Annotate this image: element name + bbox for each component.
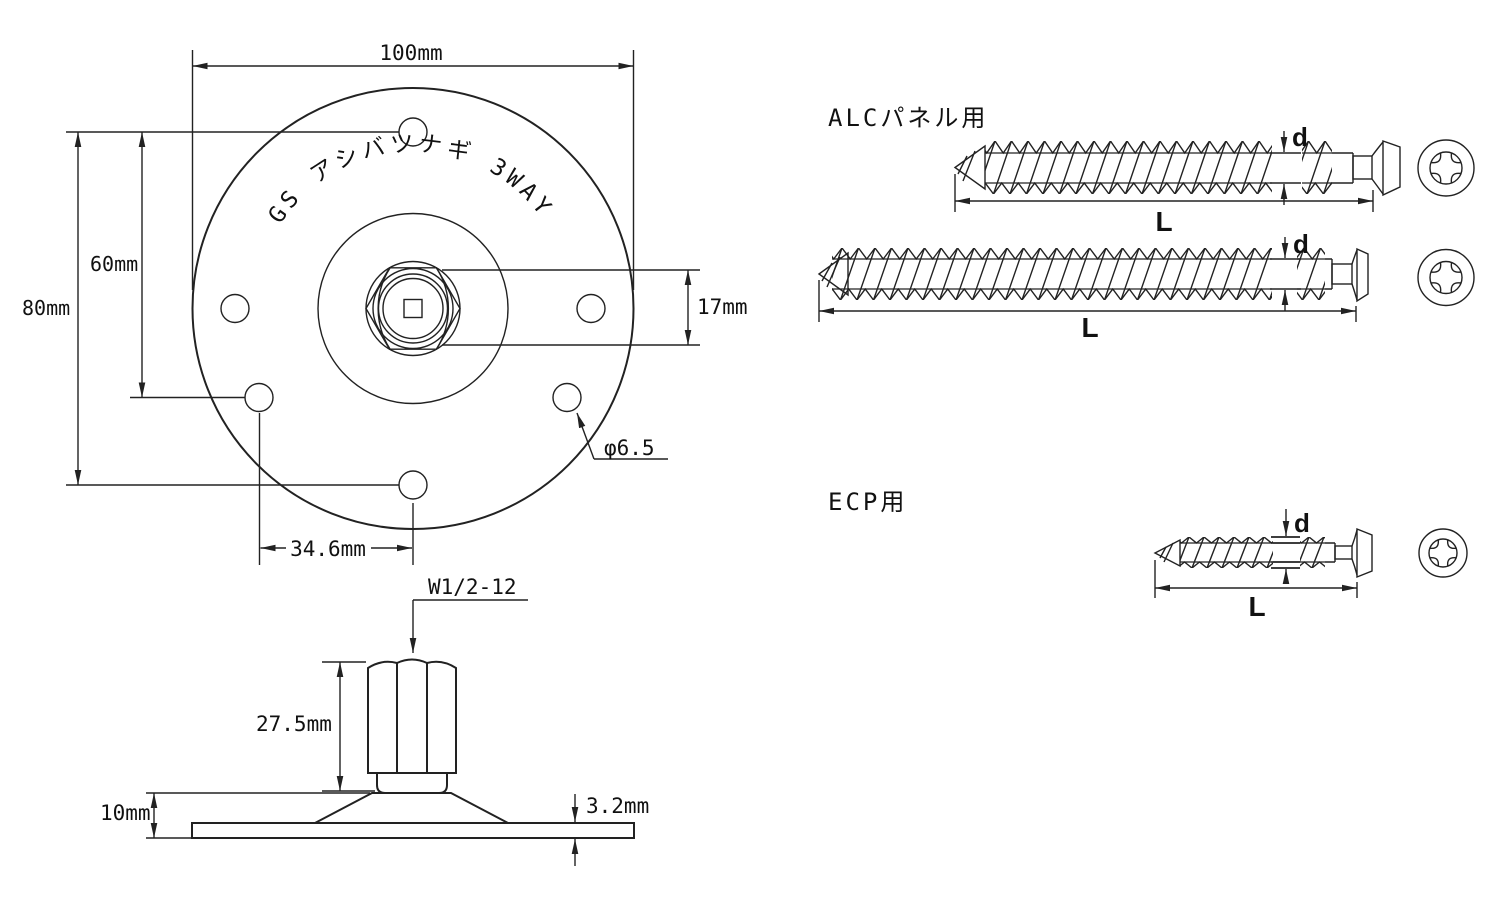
dim-100mm: 100mm — [191, 41, 635, 290]
ecp-head-icon — [1418, 528, 1468, 578]
bolt-holes — [220, 117, 606, 500]
d-label-screw2: d — [1293, 229, 1309, 259]
hole-dia-label: φ6.5 — [604, 436, 655, 460]
ecp-screw-section: ECP用 d L — [828, 488, 1468, 622]
dim-17mm: 17mm — [442, 269, 748, 346]
dim-17mm-label: 17mm — [697, 295, 748, 319]
dim-80mm-label: 80mm — [22, 296, 70, 320]
ecp-screw: d L — [1153, 508, 1468, 622]
screw2-head-icon — [1417, 248, 1475, 307]
base-plate — [191, 822, 635, 839]
dim-d-screw2: d — [1281, 229, 1309, 311]
side-view: W1/2-12 27.5mm 10mm 3.2mm — [100, 575, 649, 866]
d-label-screw1: d — [1292, 122, 1308, 152]
dim-27-5mm-label: 27.5mm — [256, 712, 332, 736]
dim-100mm-label: 100mm — [379, 41, 442, 65]
d-label-ecp: d — [1294, 508, 1310, 538]
dim-3-2mm-label: 3.2mm — [586, 794, 649, 818]
dim-34-6mm: 34.6mm — [258, 413, 414, 565]
thread-spec-label: W1/2-12 — [428, 575, 517, 599]
square-drive-hole — [403, 298, 423, 319]
callout-hole-dia: φ6.5 — [576, 412, 668, 460]
dim-34-6mm-label: 34.6mm — [290, 537, 366, 561]
top-view: GS アシバツナギ 3WAY 100mm 80mm 60mm 17mm — [22, 41, 748, 565]
boss-circle — [317, 212, 509, 405]
dim-10mm-label: 10mm — [100, 801, 151, 825]
dim-L-screw1: L — [954, 174, 1374, 237]
dim-L-ecp: L — [1154, 560, 1358, 622]
center-hex-nut — [365, 260, 461, 357]
ecp-heading: ECP用 — [828, 488, 907, 516]
base-cone — [314, 792, 509, 824]
dim-L-screw2: L — [818, 280, 1357, 343]
alc-screw-short: d L — [953, 122, 1475, 237]
nut-collar — [376, 772, 448, 794]
callout-thread-spec: W1/2-12 — [409, 575, 528, 653]
L-label-ecp: L — [1248, 591, 1265, 622]
dim-10mm: 10mm — [100, 792, 370, 839]
dim-60mm: 60mm — [90, 132, 245, 399]
screw1-head-icon — [1417, 139, 1475, 197]
alc-screw-long: d L — [817, 229, 1475, 343]
dim-3-2mm: 3.2mm — [571, 794, 649, 866]
alc-heading: ALCパネル用 — [828, 104, 988, 132]
dim-d-ecp: d — [1282, 508, 1310, 584]
L-label-screw1: L — [1155, 206, 1172, 237]
dim-27-5mm: 27.5mm — [256, 661, 375, 792]
L-label-screw2: L — [1081, 312, 1098, 343]
nut-body — [367, 658, 457, 774]
alc-screw-section: ALCパネル用 d L — [817, 104, 1475, 343]
dim-80mm: 80mm — [22, 131, 399, 486]
dim-60mm-label: 60mm — [90, 252, 138, 276]
